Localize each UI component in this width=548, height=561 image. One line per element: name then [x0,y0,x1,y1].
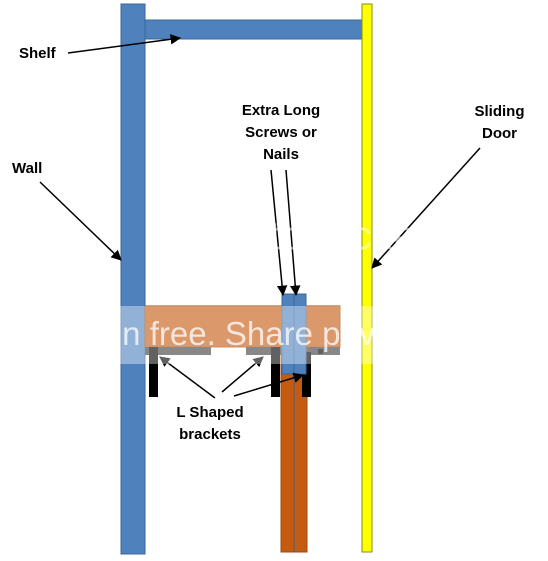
label-door-line-2: Door [482,125,517,142]
label-brackets-line-2: brackets [179,426,241,443]
watermark-logo: photobucket [200,214,429,258]
label-brackets: L Shaped brackets [155,404,265,444]
label-screws: Extra Long Screws or Nails [226,102,336,164]
watermark-text: Join free. Share privately. [80,315,452,352]
label-door-line-1: Sliding [474,103,525,120]
bracket-small-square [318,349,323,354]
label-screws-line-3: Nails [263,146,299,163]
arrow-screws-right [285,169,301,297]
label-shelf: Shelf [19,45,56,62]
arrow-bracket-mid [221,356,264,393]
wall [120,3,146,555]
label-door: Sliding Door [462,103,537,143]
sliding-door [361,3,373,553]
label-wall: Wall [12,160,43,177]
bracket-right-top [307,347,340,355]
arrow-shelf [67,34,182,54]
label-brackets-line-1: L Shaped [176,404,244,421]
arrow-bracket-right [233,372,305,397]
bracket-left-top [145,347,211,355]
bracket-left-vertical [149,347,158,397]
arrow-door [371,147,481,269]
label-screws-line-2: Screws or [245,124,317,141]
shelf-top [144,19,364,40]
bracket-mid-top [246,347,281,355]
arrow-wall [39,181,122,261]
arrow-bracket-left [159,356,216,399]
bracket-mid-vertical [271,347,280,397]
arrow-screws-left [270,169,288,297]
watermark-band [0,306,548,364]
wood-shelf-board [144,305,341,348]
label-screws-line-1: Extra Long [241,102,321,119]
